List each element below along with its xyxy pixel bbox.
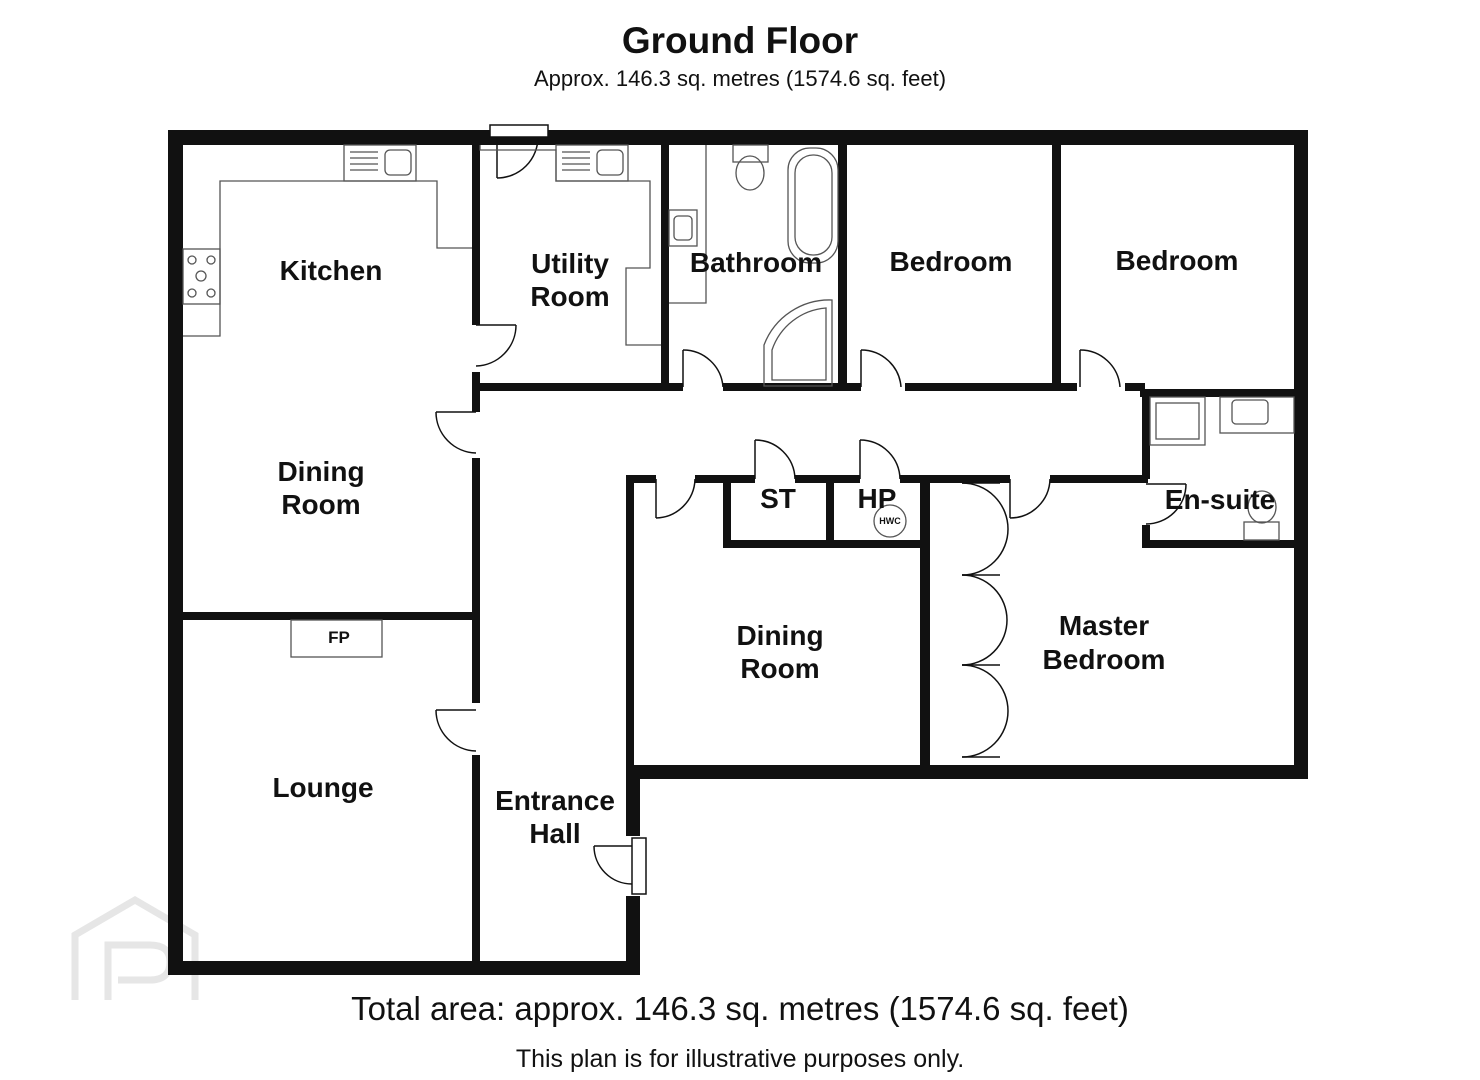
interior-walls — [183, 145, 1300, 967]
outer-walls — [168, 130, 1308, 975]
room-label-lounge: Lounge — [272, 772, 373, 803]
room-label-utility-2: Room — [530, 281, 609, 312]
room-label-dining-mid-1: Dining — [736, 620, 823, 651]
room-label-master-2: Bedroom — [1043, 644, 1166, 675]
room-label-kitchen: Kitchen — [280, 255, 383, 286]
total-area-text: Total area: approx. 146.3 sq. metres (15… — [351, 990, 1129, 1027]
room-label-st: ST — [760, 483, 796, 514]
room-label-bathroom: Bathroom — [690, 247, 822, 278]
room-label-master-1: Master — [1059, 610, 1149, 641]
room-label-entrance-1: Entrance — [495, 785, 615, 816]
room-label-ensuite: En-suite — [1165, 484, 1275, 515]
room-label-hp: HP — [858, 483, 897, 514]
room-label-hwc: HWC — [879, 516, 901, 526]
room-labels: Kitchen Utility Room Bathroom Bedroom Be… — [272, 245, 1275, 849]
room-label-fp: FP — [328, 628, 350, 647]
disclaimer-text: This plan is for illustrative purposes o… — [515, 1045, 965, 1073]
room-label-dining-left-2: Room — [281, 489, 360, 520]
room-label-entrance-2: Hall — [529, 818, 580, 849]
doors — [435, 124, 1187, 895]
fixtures — [182, 144, 1295, 658]
room-label-dining-mid-2: Room — [740, 653, 819, 684]
room-label-utility-1: Utility — [531, 248, 609, 279]
plan-subtitle: Approx. 146.3 sq. metres (1574.6 sq. fee… — [533, 66, 947, 91]
room-label-dining-left-1: Dining — [277, 456, 364, 487]
room-label-bedroom-a: Bedroom — [890, 246, 1013, 277]
plan-title: Ground Floor — [621, 20, 859, 61]
room-label-bedroom-b: Bedroom — [1116, 245, 1239, 276]
